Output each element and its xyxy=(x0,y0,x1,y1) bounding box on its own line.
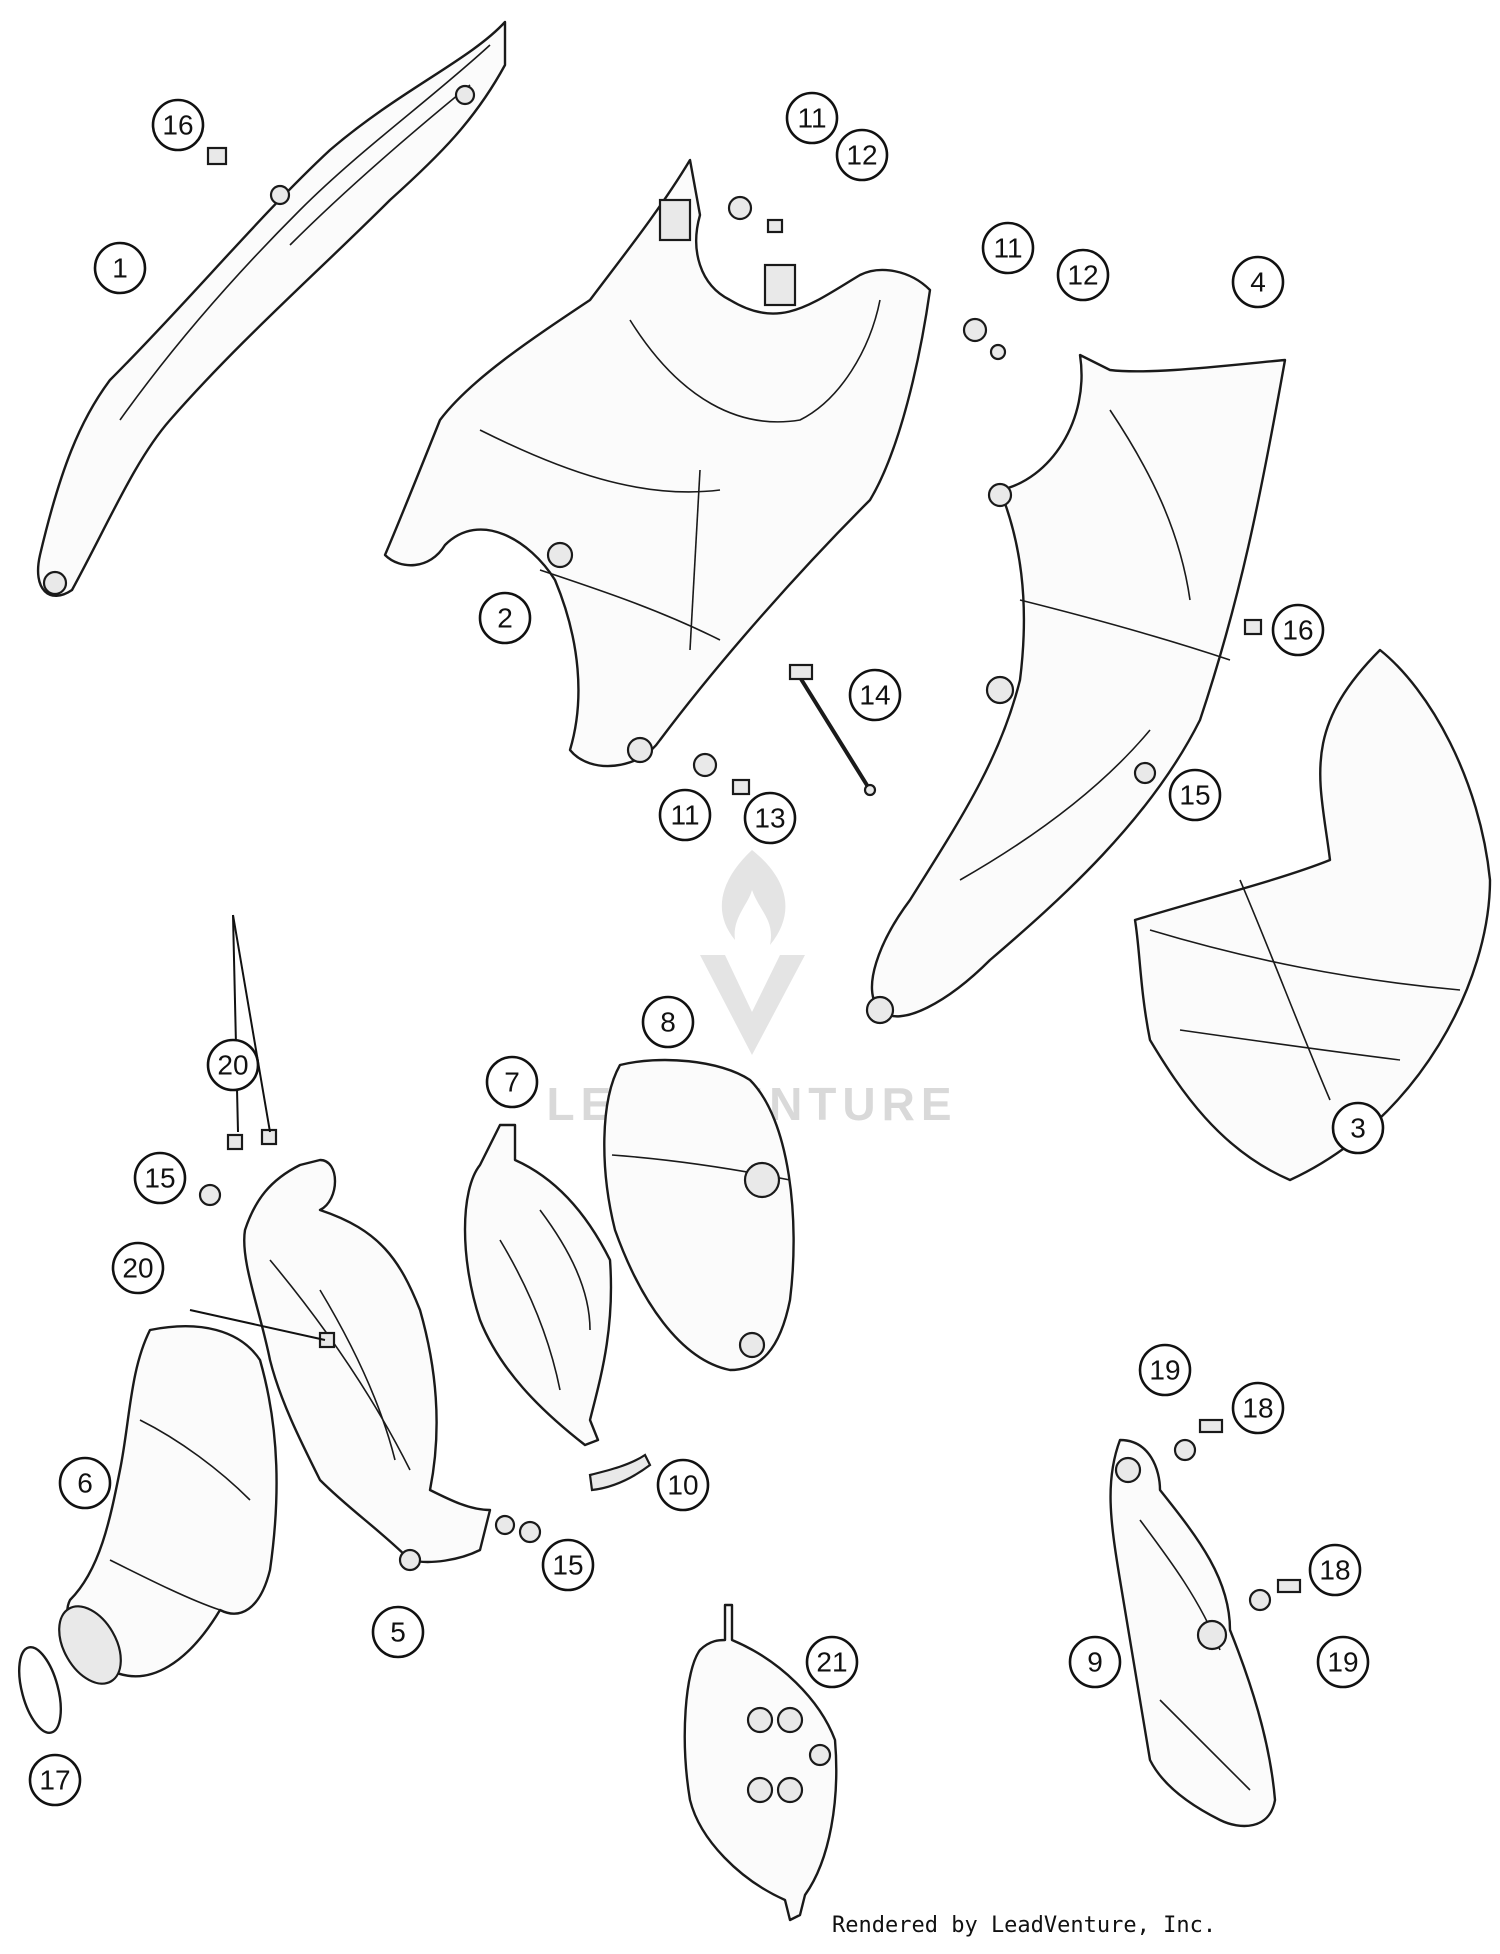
svg-text:19: 19 xyxy=(1149,1355,1180,1386)
svg-text:2: 2 xyxy=(497,603,513,634)
callout-20b: 20 xyxy=(111,1241,165,1295)
washer-11b xyxy=(962,317,988,343)
callout-2: 2 xyxy=(478,591,532,645)
svg-text:19: 19 xyxy=(1327,1647,1358,1678)
svg-text:4: 4 xyxy=(1250,267,1266,298)
callout-16a: 16 xyxy=(151,98,205,152)
svg-text:18: 18 xyxy=(1242,1393,1273,1424)
render-credit: Rendered by LeadVenture, Inc. xyxy=(832,1913,1217,1938)
callout-19b: 19 xyxy=(1316,1635,1370,1689)
callout-14: 14 xyxy=(848,668,902,722)
callout-19a: 19 xyxy=(1138,1343,1192,1397)
callout-5: 5 xyxy=(371,1605,425,1659)
bolt-16a xyxy=(206,146,228,166)
svg-text:5: 5 xyxy=(390,1617,406,1648)
svg-text:13: 13 xyxy=(754,803,785,834)
callout-16b: 16 xyxy=(1271,603,1325,657)
svg-text:16: 16 xyxy=(162,110,193,141)
callout-21: 21 xyxy=(805,1635,859,1689)
callout-18b: 18 xyxy=(1308,1543,1362,1597)
bolt-12a xyxy=(766,218,784,234)
svg-text:9: 9 xyxy=(1087,1647,1103,1678)
nut-15c xyxy=(518,1520,542,1544)
svg-text:21: 21 xyxy=(816,1647,847,1678)
nut-12b xyxy=(989,343,1007,361)
svg-text:18: 18 xyxy=(1319,1555,1350,1586)
washer-19b xyxy=(1248,1588,1272,1612)
bolt-20c xyxy=(318,1331,336,1349)
callout-15b: 15 xyxy=(133,1151,187,1205)
svg-text:8: 8 xyxy=(660,1007,676,1038)
callout-11a: 11 xyxy=(785,91,839,145)
svg-text:15: 15 xyxy=(144,1163,175,1194)
callout-17: 17 xyxy=(28,1753,82,1807)
bolt-16b xyxy=(1243,618,1263,636)
callout-11b: 11 xyxy=(981,221,1035,275)
svg-text:1: 1 xyxy=(112,253,128,284)
bolt-20a xyxy=(226,1133,244,1151)
svg-text:3: 3 xyxy=(1350,1113,1366,1144)
svg-text:15: 15 xyxy=(552,1550,583,1581)
svg-text:11: 11 xyxy=(993,233,1022,264)
callout-20a: 20 xyxy=(206,1038,260,1092)
part-6-intake-boot xyxy=(58,1325,278,1685)
part-7-filter-cage xyxy=(463,1123,613,1447)
svg-text:14: 14 xyxy=(859,680,890,711)
callout-10: 10 xyxy=(656,1458,710,1512)
callout-15a: 15 xyxy=(1168,768,1222,822)
svg-text:11: 11 xyxy=(797,103,826,134)
part-2-airbox-frame xyxy=(383,158,932,768)
callout-13: 13 xyxy=(743,791,797,845)
part-8-filter-cover xyxy=(603,1058,795,1372)
callout-11c: 11 xyxy=(658,788,712,842)
callout-9: 9 xyxy=(1068,1635,1122,1689)
part-9-heel-guard xyxy=(1109,1438,1277,1828)
part-17-clamp xyxy=(18,1646,62,1734)
watermark-v-icon xyxy=(700,955,805,1055)
part-10-clip xyxy=(588,1453,652,1492)
svg-text:15: 15 xyxy=(1179,780,1210,811)
svg-text:12: 12 xyxy=(846,140,877,171)
callout-1: 1 xyxy=(93,241,147,295)
svg-text:12: 12 xyxy=(1067,260,1098,291)
bolt-18b xyxy=(1276,1578,1302,1594)
part-4-side-panel xyxy=(865,353,1287,1025)
part-14-pin xyxy=(788,663,877,797)
callout-12a: 12 xyxy=(835,128,889,182)
washer-11a xyxy=(727,195,753,221)
washer-11c xyxy=(692,752,718,778)
bolt-18a xyxy=(1198,1418,1224,1434)
leader-lines xyxy=(189,914,326,1341)
washer-19a xyxy=(1173,1438,1197,1462)
hardware-items xyxy=(198,146,1302,1612)
svg-text:20: 20 xyxy=(122,1253,153,1284)
svg-text:10: 10 xyxy=(667,1470,698,1501)
bolt-13 xyxy=(731,778,751,796)
callout-8: 8 xyxy=(641,995,695,1049)
callout-4: 4 xyxy=(1231,255,1285,309)
nut-15b xyxy=(198,1183,222,1207)
callout-7: 7 xyxy=(485,1055,539,1109)
svg-text:16: 16 xyxy=(1282,615,1313,646)
callout-6: 6 xyxy=(58,1456,112,1510)
svg-text:7: 7 xyxy=(504,1067,520,1098)
svg-text:11: 11 xyxy=(670,800,699,831)
callout-15c: 15 xyxy=(541,1538,595,1592)
bolt-20b xyxy=(260,1128,278,1146)
callout-3: 3 xyxy=(1331,1101,1385,1155)
nut-15a xyxy=(1133,761,1157,785)
part-21-filter-element xyxy=(683,1603,838,1922)
part-1-trim-strip xyxy=(36,20,507,597)
callout-18a: 18 xyxy=(1231,1381,1285,1435)
svg-text:20: 20 xyxy=(217,1050,248,1081)
svg-text:6: 6 xyxy=(77,1468,93,1499)
callout-12b: 12 xyxy=(1056,248,1110,302)
part-5-airbox xyxy=(243,1158,516,1572)
svg-text:17: 17 xyxy=(39,1765,70,1796)
watermark-flame-icon xyxy=(721,850,786,945)
part-3-side-cover xyxy=(1133,648,1492,1182)
